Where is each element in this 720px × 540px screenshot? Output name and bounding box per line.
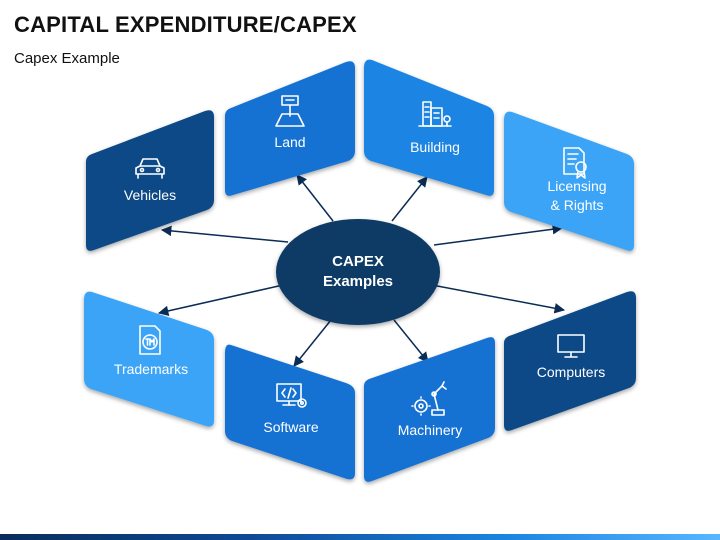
building-icon xyxy=(418,101,452,127)
card-machinery-shape xyxy=(364,337,495,482)
card-software: Software xyxy=(225,344,355,480)
card-computers-shape xyxy=(504,291,636,431)
arrow-to-building xyxy=(391,176,428,222)
card-computers-label-line-1: Computers xyxy=(537,364,605,380)
trademark-icon xyxy=(139,325,161,355)
center-ellipse xyxy=(276,219,440,325)
arrow-to-computers xyxy=(431,284,566,314)
arrow-to-land xyxy=(296,174,334,222)
card-licensing-label: Licensing & Rights xyxy=(547,178,606,213)
land-sign-icon xyxy=(275,95,305,127)
robot-arm-icon xyxy=(411,381,447,416)
connectors xyxy=(157,174,566,367)
page-title: CAPITAL EXPENDITURE/CAPEX xyxy=(14,12,357,37)
card-building: Building xyxy=(364,59,494,196)
arrow-to-trademarks xyxy=(157,284,284,317)
card-building-label-line-1: Building xyxy=(410,139,460,155)
monitor-icon xyxy=(557,334,585,358)
card-building-shape xyxy=(364,59,494,196)
card-licensing-label-line-2: & Rights xyxy=(551,197,604,213)
card-trademarks: Trademarks xyxy=(84,291,214,427)
card-machinery-label-line-1: Machinery xyxy=(398,422,463,438)
card-machinery-label: Machinery xyxy=(398,422,463,438)
card-building-label: Building xyxy=(410,139,460,155)
card-software-label: Software xyxy=(263,419,318,435)
center-node: CAPEX Examples xyxy=(276,219,440,325)
card-vehicles-label: Vehicles xyxy=(124,187,176,203)
card-trademarks-shape xyxy=(84,291,214,427)
card-software-label-line-1: Software xyxy=(263,419,318,435)
arrow-to-vehicles xyxy=(160,225,289,243)
card-land-shape xyxy=(225,61,355,196)
card-licensing: Licensing & Rights xyxy=(504,111,634,251)
center-label: CAPEX Examples xyxy=(323,253,393,290)
arrow-to-licensing xyxy=(433,224,564,246)
arrow-to-machinery xyxy=(393,319,429,363)
card-trademarks-label: Trademarks xyxy=(114,361,188,377)
card-land-label: Land xyxy=(274,134,305,150)
card-vehicles: Vehicles xyxy=(86,110,214,251)
code-monitor-icon xyxy=(276,383,307,408)
card-vehicles-shape xyxy=(86,110,214,251)
card-computers-label: Computers xyxy=(537,364,605,380)
card-vehicles-label-line-1: Vehicles xyxy=(124,187,176,203)
car-icon xyxy=(135,158,165,179)
card-land: Land xyxy=(225,61,355,196)
card-licensing-label-line-1: Licensing xyxy=(547,178,606,194)
card-trademarks-label-line-1: Trademarks xyxy=(114,361,188,377)
card-computers: Computers xyxy=(504,291,636,431)
card-machinery: Machinery xyxy=(364,337,495,482)
arrow-to-software xyxy=(293,319,332,367)
certificate-icon xyxy=(563,147,587,179)
card-software-shape xyxy=(225,344,355,480)
center-label-line-2: Examples xyxy=(323,273,393,290)
center-label-line-1: CAPEX xyxy=(332,253,384,270)
footer-gradient-bar xyxy=(0,534,720,540)
page-subtitle: Capex Example xyxy=(14,50,120,67)
card-licensing-shape xyxy=(504,111,634,251)
card-land-label-line-1: Land xyxy=(274,134,305,150)
